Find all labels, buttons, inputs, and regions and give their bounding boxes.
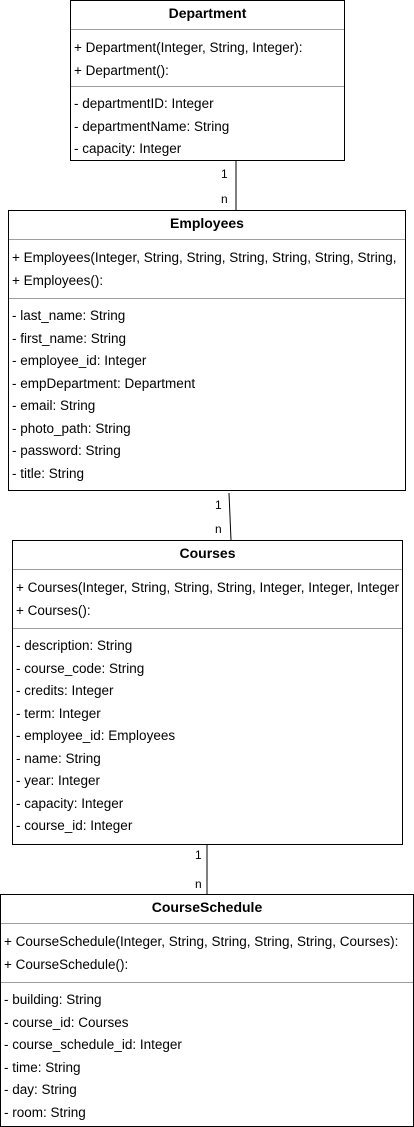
operation: + Courses(Integer, String, String, Strin…	[16, 580, 400, 595]
multiplicity-one: 1	[215, 498, 222, 512]
operations-section: + Department(Integer, String, Integer): …	[71, 30, 344, 86]
attribute: - email: String	[12, 398, 96, 413]
attribute: - departmentID: Integer	[74, 96, 214, 111]
class-employees[interactable]: Employees + Employees(Integer, String, S…	[8, 210, 406, 491]
attribute: - password: String	[12, 443, 121, 458]
attribute: - term: Integer	[16, 705, 101, 721]
attribute: - employee_id: Employees	[16, 728, 176, 743]
operation: + Courses():	[16, 602, 91, 618]
attribute: - course_schedule_id: Integer	[4, 1037, 182, 1052]
operation: + Employees():	[12, 272, 104, 288]
attribute: - empDepartment: Department	[12, 375, 196, 391]
attribute: - name: String	[16, 750, 101, 766]
attribute: - title: String	[12, 465, 85, 481]
class-name: Employees	[9, 211, 405, 240]
operation: + Employees(Integer, String, String, Str…	[12, 250, 397, 265]
attribute: - course_id: Courses	[4, 1014, 129, 1030]
operations-section: + Courses(Integer, String, String, Strin…	[13, 570, 402, 628]
attributes-section: - building: String - course_id: Courses …	[1, 982, 413, 1124]
multiplicity-many: n	[215, 522, 222, 536]
attribute: - time: String	[4, 1059, 81, 1075]
attribute: - course_id: Integer	[16, 818, 133, 833]
class-department[interactable]: Department + Department(Integer, String,…	[70, 0, 345, 161]
attributes-section: - last_name: String - first_name: String…	[9, 298, 405, 485]
attribute: - description: String	[16, 638, 133, 653]
employees-courses-line	[228, 492, 232, 541]
operation: + Department():	[74, 62, 169, 78]
attribute: - last_name: String	[12, 308, 126, 323]
operations-section: + CourseSchedule(Integer, String, String…	[1, 924, 413, 982]
attribute: - first_name: String	[12, 330, 127, 346]
attributes-section: - departmentID: Integer - departmentName…	[71, 86, 344, 160]
attribute: - photo_path: String	[12, 420, 131, 436]
attribute: - day: String	[4, 1082, 77, 1097]
multiplicity-one: 1	[195, 848, 202, 862]
operation: + CourseSchedule():	[4, 956, 129, 972]
class-courses[interactable]: Courses + Courses(Integer, String, Strin…	[12, 540, 403, 845]
attribute: - capacity: Integer	[16, 795, 124, 811]
attribute: - departmentName: String	[74, 118, 230, 134]
class-name: Department	[71, 1, 344, 30]
operations-section: + Employees(Integer, String, String, Str…	[9, 240, 405, 298]
operation: + Department(Integer, String, Integer):	[74, 40, 303, 55]
attribute: - employee_id: Integer	[12, 353, 147, 368]
attribute: - course_code: String	[16, 660, 145, 676]
attributes-section: - description: String - course_code: Str…	[13, 628, 402, 838]
attribute: - building: String	[4, 992, 102, 1007]
multiplicity-many: n	[221, 192, 228, 206]
class-name: CourseSchedule	[1, 895, 413, 924]
multiplicity-one: 1	[221, 167, 228, 181]
attribute: - room: String	[4, 1104, 86, 1120]
class-name: Courses	[13, 541, 402, 570]
operation: + CourseSchedule(Integer, String, String…	[4, 934, 399, 949]
multiplicity-many: n	[195, 877, 202, 891]
class-courseschedule[interactable]: CourseSchedule + CourseSchedule(Integer,…	[0, 894, 414, 1127]
attribute: - credits: Integer	[16, 683, 114, 698]
attribute: - capacity: Integer	[74, 141, 182, 156]
attribute: - year: Integer	[16, 773, 101, 788]
